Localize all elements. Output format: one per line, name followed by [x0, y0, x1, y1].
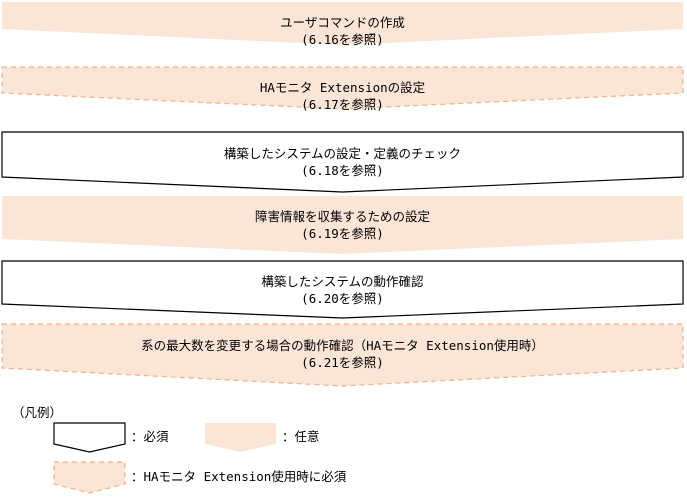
legend-required-label: ：必須 [131, 429, 169, 444]
step-5-shape [1, 260, 684, 319]
legend-optional-label: ：任意 [282, 429, 320, 444]
step-6-shape [1, 323, 684, 387]
legend-ha-required-shape [53, 461, 126, 494]
legend-optional-shape [205, 423, 276, 452]
step-4-shape [2, 196, 683, 254]
legend-title: （凡例） [12, 405, 63, 420]
step-2-shape [1, 66, 684, 110]
step-3-shape [1, 131, 684, 193]
step-1-shape [2, 2, 683, 45]
legend-required-shape [53, 422, 126, 453]
legend-ha-required-label: ：HAモニタ Extension使用時に必須 [131, 469, 347, 484]
